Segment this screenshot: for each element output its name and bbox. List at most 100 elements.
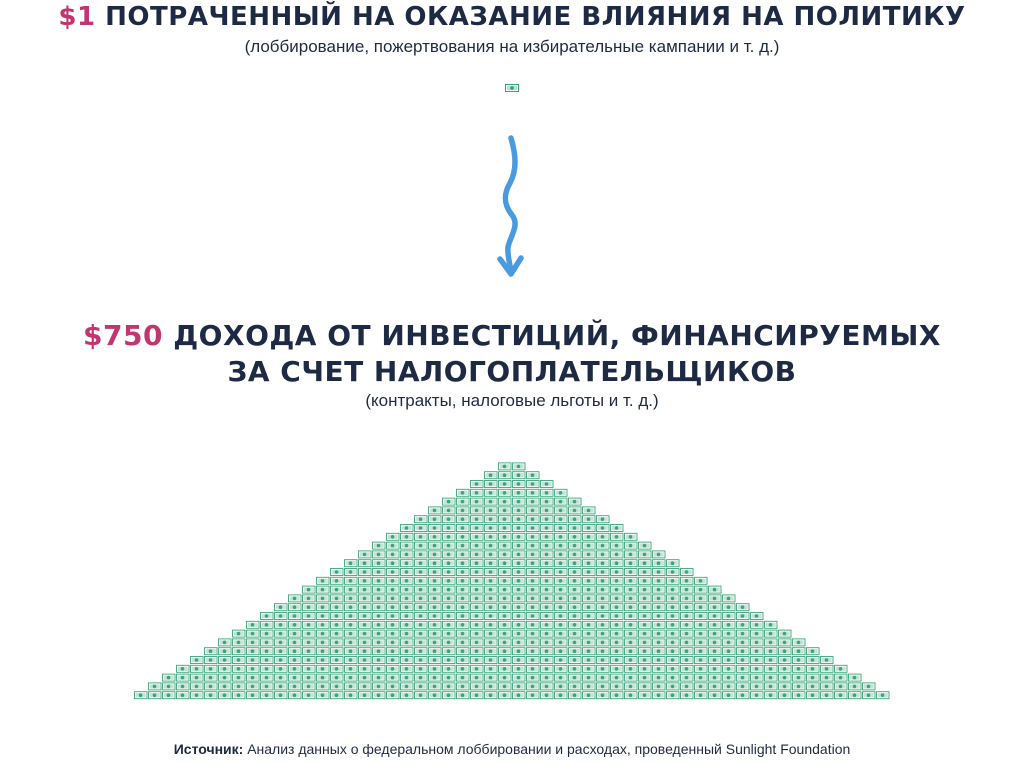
dollar-bill-icon — [232, 664, 246, 673]
dollar-bill-icon — [400, 656, 414, 664]
dollar-bill-icon — [316, 620, 330, 629]
dollar-bill-icon — [386, 576, 400, 585]
dollar-bill-icon — [568, 524, 582, 532]
dollar-bill-icon — [736, 620, 750, 629]
dollar-bill-icon — [456, 497, 470, 506]
dollar-bill-icon — [624, 612, 638, 620]
dollar-bill-icon — [610, 576, 624, 585]
dollar-bill-icon — [750, 620, 764, 629]
dollar-bill-icon — [694, 603, 708, 612]
dollar-bill-icon — [302, 603, 316, 612]
dollar-bill-icon — [554, 603, 568, 612]
dollar-bill-icon — [400, 550, 414, 559]
bottom-title-line1: дохода от инвестиций, финансируемых — [173, 319, 941, 352]
dollar-bill-icon — [638, 559, 652, 568]
dollar-bill-icon — [456, 620, 470, 629]
dollar-bill-icon — [722, 673, 736, 682]
dollar-bill-icon — [624, 594, 638, 603]
dollar-bill-icon — [568, 559, 582, 568]
dollar-bill-icon — [568, 532, 582, 541]
dollar-bill-icon — [386, 673, 400, 682]
dollar-bill-icon — [302, 585, 316, 594]
dollar-bill-icon — [456, 532, 470, 541]
dollar-bill-icon — [512, 664, 526, 673]
dollar-bill-icon — [512, 620, 526, 629]
dollar-bill-icon — [638, 541, 652, 550]
dollar-bill-icon — [582, 524, 596, 532]
dollar-bill-icon — [372, 541, 386, 550]
dollar-bill-icon — [778, 629, 792, 638]
dollar-bill-icon — [470, 656, 484, 664]
dollar-bill-icon — [540, 603, 554, 612]
dollar-bill-icon — [442, 576, 456, 585]
dollar-bill-icon — [484, 559, 498, 568]
dollar-bill-icon — [512, 497, 526, 506]
dollar-bill-icon — [638, 638, 652, 647]
dollar-bill-icon — [204, 647, 218, 656]
dollar-bill-icon — [456, 629, 470, 638]
dollar-bill-icon — [638, 629, 652, 638]
dollar-bill-icon — [708, 638, 722, 647]
dollar-bill-icon — [302, 656, 316, 664]
dollar-bill-icon — [526, 585, 540, 594]
dollar-bill-icon — [442, 647, 456, 656]
dollar-bill-icon — [358, 682, 372, 691]
dollar-bill-icon — [722, 629, 736, 638]
dollar-bill-icon — [330, 673, 344, 682]
dollar-bill-icon — [778, 647, 792, 656]
dollar-bill-icon — [442, 673, 456, 682]
dollar-bill-icon — [820, 691, 834, 700]
dollar-bill-icon — [540, 682, 554, 691]
dollar-bill-icon — [456, 559, 470, 568]
dollar-bill-icon — [470, 603, 484, 612]
dollar-bill-icon — [554, 524, 568, 532]
dollar-bill-icon — [386, 550, 400, 559]
dollar-bill-icon — [274, 691, 288, 700]
dollar-bill-icon — [246, 620, 260, 629]
dollar-bill-icon — [792, 682, 806, 691]
dollar-bill-icon — [260, 638, 274, 647]
dollar-bill-icon — [302, 673, 316, 682]
dollar-bill-icon — [568, 568, 582, 576]
dollar-bill-icon — [218, 647, 232, 656]
dollar-bill-icon — [694, 594, 708, 603]
dollar-bill-icon — [666, 656, 680, 664]
dollar-bill-icon — [764, 682, 778, 691]
dollar-bill-icon — [400, 673, 414, 682]
dollar-bill-icon — [722, 603, 736, 612]
dollar-bill-icon — [722, 620, 736, 629]
dollar-bill-icon — [386, 559, 400, 568]
dollar-bill-icon — [512, 656, 526, 664]
dollar-bill-icon — [652, 664, 666, 673]
dollar-bill-icon — [554, 497, 568, 506]
dollar-bill-icon — [764, 638, 778, 647]
dollar-bill-icon — [750, 673, 764, 682]
dollar-bill-icon — [456, 576, 470, 585]
dollar-bill-icon — [372, 550, 386, 559]
dollar-bill-icon — [442, 515, 456, 524]
dollar-bill-icon — [722, 691, 736, 700]
dollar-bill-icon — [344, 585, 358, 594]
dollar-bill-icon — [204, 682, 218, 691]
dollar-bill-icon — [428, 541, 442, 550]
dollar-bill-icon — [498, 550, 512, 559]
dollar-bill-icon — [218, 682, 232, 691]
dollar-bill-icon — [512, 541, 526, 550]
dollar-bill-icon — [526, 620, 540, 629]
dollar-bill-icon — [162, 682, 176, 691]
dollar-bill-icon — [694, 682, 708, 691]
dollar-bill-icon — [372, 629, 386, 638]
dollar-bill-icon — [414, 568, 428, 576]
dollar-bill-icon — [456, 682, 470, 691]
dollar-bill-icon — [624, 568, 638, 576]
dollar-bill-icon — [652, 691, 666, 700]
dollar-bill-icon — [498, 594, 512, 603]
dollar-bill-icon — [484, 585, 498, 594]
dollar-bill-icon — [484, 594, 498, 603]
dollar-bill-icon — [442, 506, 456, 515]
dollar-bill-icon — [596, 550, 610, 559]
dollar-bill-icon — [288, 691, 302, 700]
dollar-bill-icon — [540, 647, 554, 656]
dollar-bill-icon — [484, 603, 498, 612]
dollar-bill-icon — [722, 647, 736, 656]
